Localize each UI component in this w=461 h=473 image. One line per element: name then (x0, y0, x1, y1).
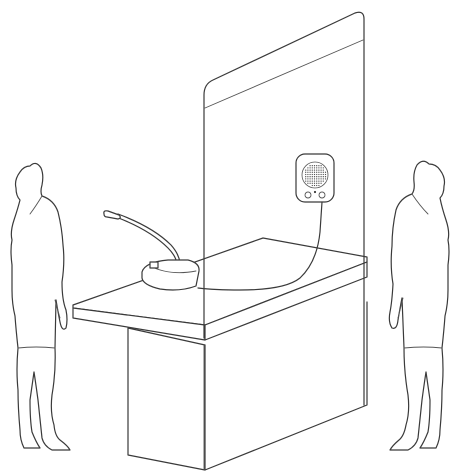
speaker-knob-left-icon (304, 191, 312, 199)
connecting-cable (197, 201, 323, 291)
counter-desk (72, 237, 368, 471)
glass-partition (203, 11, 365, 471)
right-person (388, 160, 450, 451)
speaker-knob-right-icon (318, 191, 326, 199)
wall-speaker (295, 153, 335, 203)
speaker-grille-icon (301, 161, 329, 189)
left-person (10, 162, 71, 451)
speaker-led-icon (313, 190, 317, 194)
gooseneck-microphone (103, 210, 200, 291)
